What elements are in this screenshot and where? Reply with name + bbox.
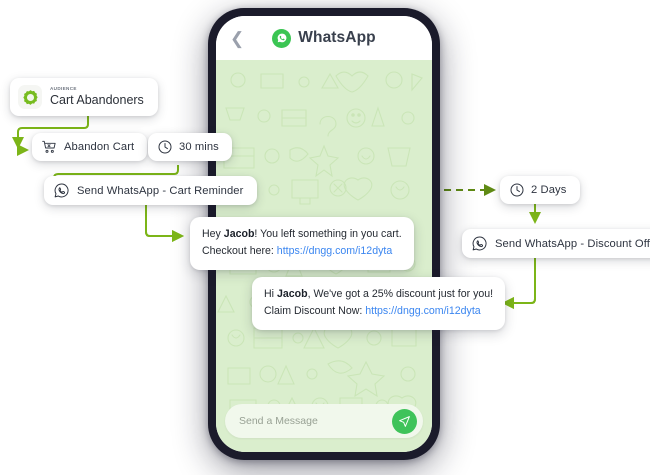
- whatsapp-title: WhatsApp: [298, 29, 376, 46]
- message-line-1: Hi Jacob, We've got a 25% discount just …: [264, 286, 493, 303]
- node-send-discount-offer[interactable]: Send WhatsApp - Discount Offer: [462, 229, 650, 258]
- audience-kicker: AUDIENCE: [50, 86, 77, 92]
- whatsapp-logo-icon: [272, 28, 292, 48]
- message-composer: Send a Message: [216, 398, 432, 452]
- clock-icon: [509, 182, 525, 198]
- node-wait-30-mins[interactable]: 30 mins: [148, 133, 232, 161]
- node-label: Abandon Cart: [64, 141, 135, 153]
- message-line-2: Checkout here: https://dngg.com/i12dyta: [202, 243, 402, 260]
- whatsapp-header: ❮ WhatsApp: [216, 16, 432, 60]
- node-send-cart-reminder[interactable]: Send WhatsApp - Cart Reminder: [44, 176, 258, 205]
- message-line-2: Claim Discount Now: https://dngg.com/i12…: [264, 303, 493, 320]
- message-text-pre: Hi: [264, 288, 277, 300]
- message-bubble-discount-offer: Hi Jacob, We've got a 25% discount just …: [252, 277, 506, 331]
- phone-screen: ❮ WhatsApp: [216, 16, 432, 452]
- node-label: 30 mins: [179, 141, 219, 153]
- send-plane-icon[interactable]: [392, 408, 417, 434]
- message-text-pre: Hey: [202, 228, 224, 240]
- message-link[interactable]: https://dngg.com/i12dyta: [276, 245, 393, 258]
- message-input[interactable]: Send a Message: [225, 404, 423, 438]
- message-bubble-cart-reminder: Hey Jacob! You left something in you car…: [190, 217, 414, 271]
- customer-name: Jacob: [223, 228, 255, 240]
- whatsapp-outline-icon: [471, 235, 488, 252]
- message-input-placeholder: Send a Message: [239, 415, 318, 427]
- customer-name: Jacob: [276, 288, 308, 300]
- node-label: 2 Days: [531, 184, 567, 196]
- clock-icon: [157, 139, 173, 155]
- chevron-left-icon[interactable]: ❮: [230, 28, 245, 48]
- audience-name: Cart Abandoners: [50, 92, 144, 107]
- audience-badge-icon: [18, 85, 42, 109]
- message-text-post: , We've got a 25% discount just for you!: [307, 288, 494, 300]
- node-label: Send WhatsApp - Discount Offer: [495, 237, 650, 250]
- whatsapp-outline-icon: [53, 182, 70, 199]
- node-abandon-cart[interactable]: Abandon Cart: [32, 133, 148, 161]
- audience-card[interactable]: AUDIENCE Cart Abandoners: [10, 78, 158, 116]
- message-text-post: ! You left something in you cart.: [254, 228, 402, 240]
- message-line-1: Hey Jacob! You left something in you car…: [202, 226, 402, 243]
- message-link[interactable]: https://dngg.com/i12dyta: [365, 305, 481, 318]
- cart-remove-icon: [41, 139, 57, 155]
- node-label: Send WhatsApp - Cart Reminder: [77, 184, 244, 197]
- node-wait-2-days[interactable]: 2 Days: [500, 176, 581, 204]
- message-text-pre: Checkout here:: [202, 245, 277, 258]
- message-text-pre: Claim Discount Now:: [264, 305, 366, 318]
